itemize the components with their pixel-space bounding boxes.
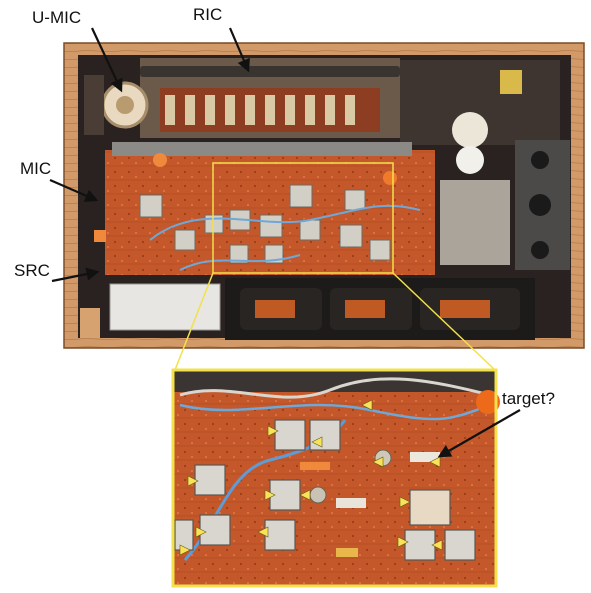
tuning-coil xyxy=(452,112,488,148)
orange-capacitor xyxy=(153,153,167,167)
target-label: target? xyxy=(502,389,555,408)
tuning-caps xyxy=(165,95,355,125)
component-marker xyxy=(399,496,411,508)
ric-label: RIC xyxy=(193,5,223,24)
u-mic-label: U-MIC xyxy=(32,8,82,27)
batteries xyxy=(240,288,520,330)
zoom-connector-right xyxy=(392,272,496,371)
component-marker xyxy=(267,425,279,437)
zoom-connector-left xyxy=(174,272,214,371)
component-marker xyxy=(429,456,441,468)
zoom-inset xyxy=(171,368,500,588)
component-marker xyxy=(397,536,409,548)
pointer-arrows xyxy=(49,27,521,458)
component-marker xyxy=(431,539,443,551)
component-marker xyxy=(257,526,269,538)
src-label: SRC xyxy=(14,261,50,280)
inset-transformers xyxy=(174,419,476,561)
target-arrow xyxy=(437,409,521,458)
radio-photograph xyxy=(63,42,585,349)
component-markers xyxy=(179,399,443,556)
u-mic-arrow xyxy=(91,27,123,93)
component-marker xyxy=(179,544,191,556)
component-marker xyxy=(372,456,384,468)
white-module xyxy=(109,283,221,331)
board-transformers xyxy=(139,184,391,264)
component-marker xyxy=(361,399,373,411)
src-arrow xyxy=(51,267,100,283)
target-dot xyxy=(476,390,500,414)
component-marker xyxy=(311,436,323,448)
zoom-source-region xyxy=(212,162,394,274)
component-marker xyxy=(195,526,207,538)
mic-arrow xyxy=(49,178,99,202)
component-marker xyxy=(264,489,276,501)
mic-label: MIC xyxy=(20,159,52,178)
ric-arrow xyxy=(228,27,250,73)
ferrite-rod xyxy=(140,66,400,77)
component-marker xyxy=(187,475,199,487)
component-marker xyxy=(299,489,311,501)
